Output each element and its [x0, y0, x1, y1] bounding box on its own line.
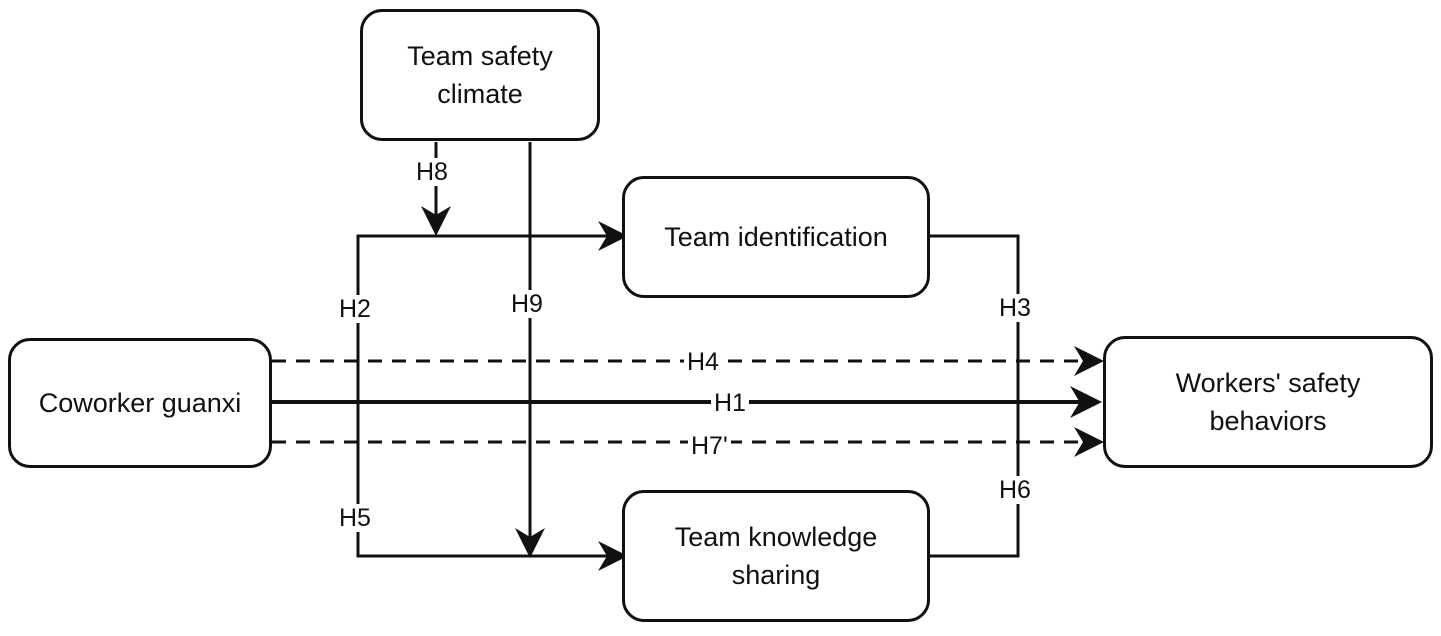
label-h3: H3 — [996, 294, 1034, 322]
label-h5: H5 — [336, 504, 374, 532]
node-team-identification: Team identification — [622, 176, 930, 298]
node-coworker-guanxi: Coworker guanxi — [8, 338, 272, 468]
label-h2: H2 — [336, 295, 374, 323]
label-h6: H6 — [996, 476, 1034, 504]
label-h7: H7' — [688, 432, 731, 460]
label-h4: H4 — [684, 348, 722, 376]
edge-h6 — [930, 402, 1020, 558]
label-h8: H8 — [413, 158, 451, 186]
edge-h2 — [356, 221, 628, 402]
edge-h5 — [356, 402, 628, 571]
label-h9: H9 — [508, 290, 546, 318]
edge-h3 — [930, 234, 1020, 402]
label-h1: H1 — [711, 389, 749, 417]
